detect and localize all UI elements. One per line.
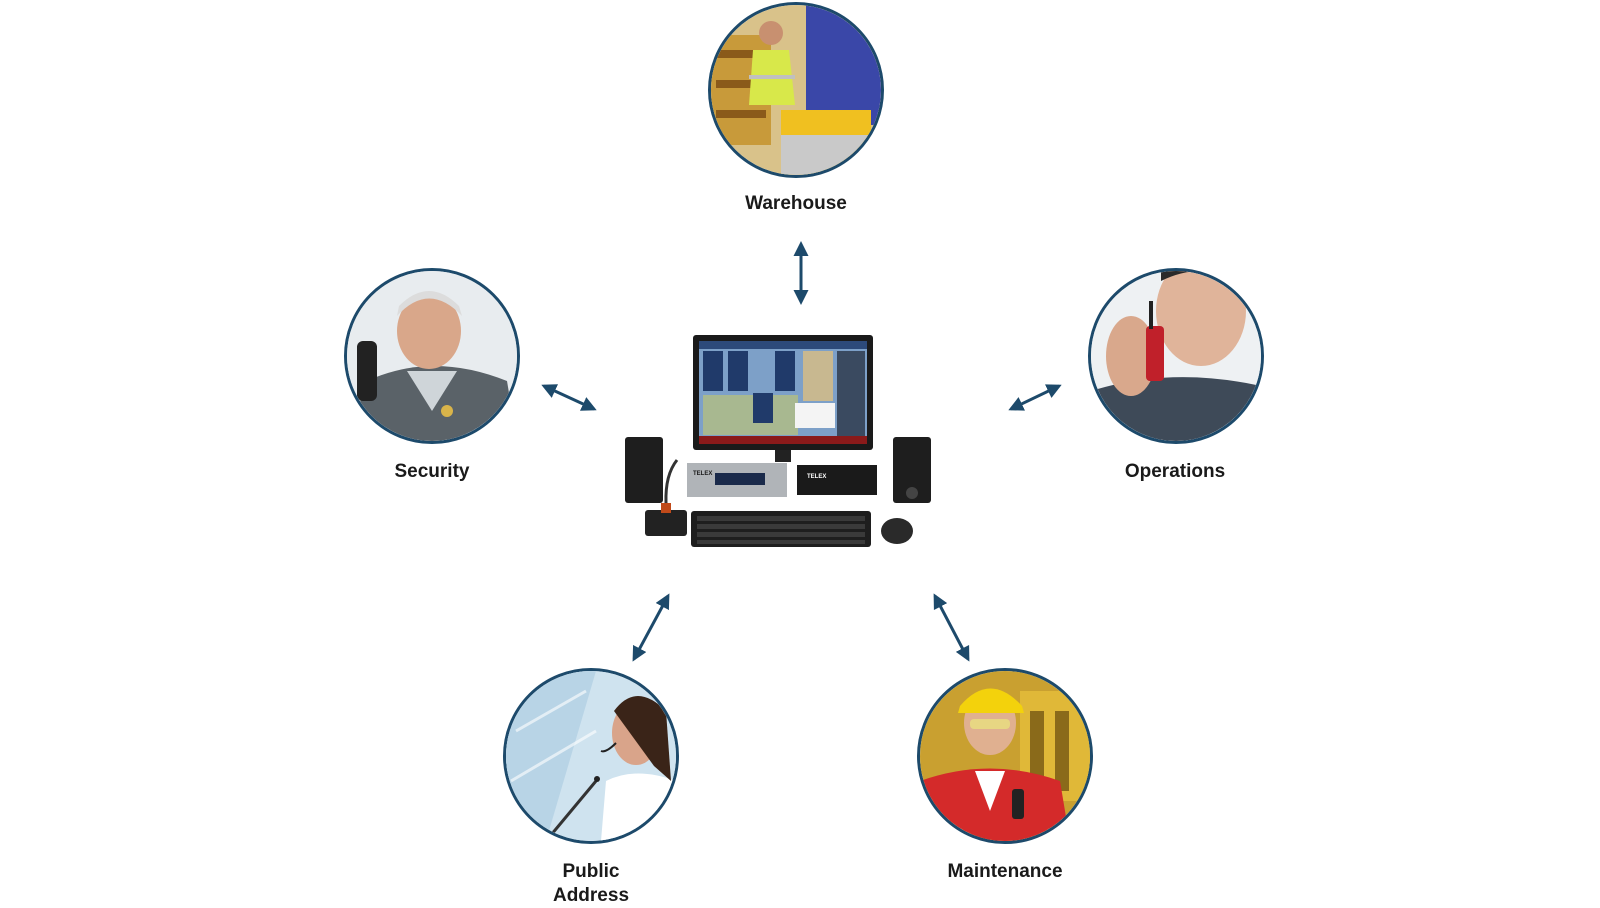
public-address-label-line1: Public (562, 861, 620, 882)
public-address-photo (503, 668, 679, 844)
console-brand-label: TELEX (693, 471, 712, 477)
double-arrow-icon (933, 593, 970, 662)
warehouse-node (708, 2, 884, 178)
security-photo (344, 268, 520, 444)
double-arrow-icon (541, 384, 597, 411)
operations-label: Operations (1124, 461, 1226, 482)
security-label: Security (394, 461, 470, 482)
security-node (344, 268, 520, 444)
public-address-node (503, 668, 679, 844)
maintenance-photo (917, 668, 1093, 844)
warehouse-label: Warehouse (745, 193, 847, 214)
dispatch-console-workstation: TELEX TELEX (625, 335, 965, 575)
double-arrow-icon (632, 593, 670, 662)
double-arrow-icon (1008, 384, 1062, 411)
operations-node (1088, 268, 1264, 444)
public-address-label: Public Address (471, 860, 711, 908)
box-brand-label: TELEX (807, 474, 826, 480)
public-address-label-line2: Address (552, 885, 630, 906)
warehouse-photo (708, 2, 884, 178)
operations-photo (1088, 268, 1264, 444)
maintenance-node (917, 668, 1093, 844)
maintenance-label: Maintenance (947, 861, 1063, 882)
